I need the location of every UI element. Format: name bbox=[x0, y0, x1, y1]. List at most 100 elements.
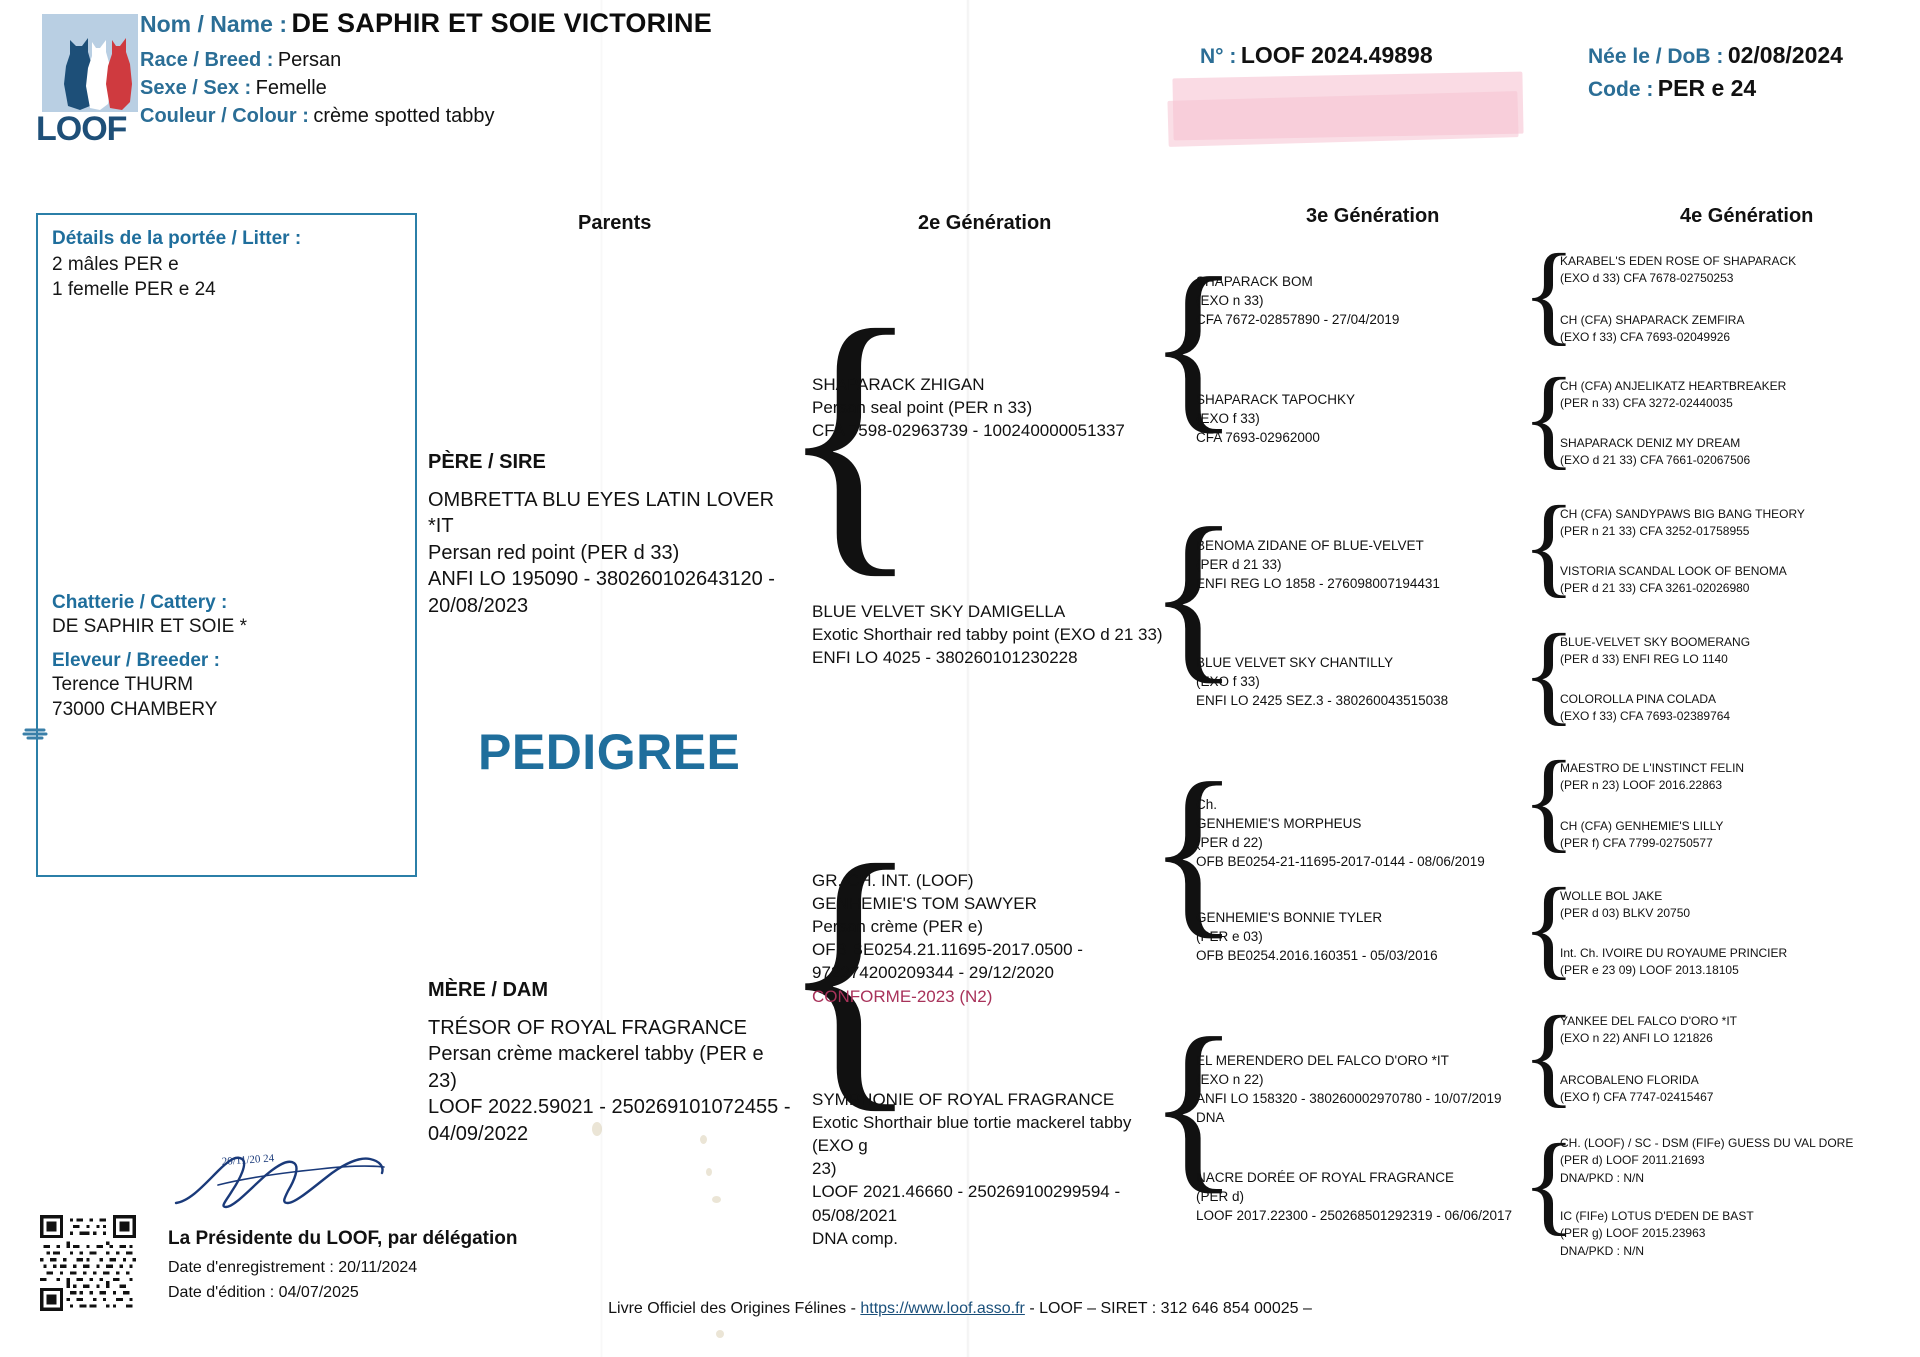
registration-number: N° : LOOF 2024.49898 bbox=[1200, 42, 1433, 69]
legal-prefix: Livre Officiel des Origines Félines - bbox=[608, 1300, 861, 1317]
gen3-node-3: BENOMA ZIDANE OF BLUE-VELVET (PER d 21 3… bbox=[1196, 536, 1526, 593]
gen3-1-code: (EXO n 33) bbox=[1196, 293, 1264, 309]
gen4-16-name: IC (FIFe) LOTUS D'EDEN DE BAST bbox=[1560, 1209, 1754, 1223]
pedigree-title: PEDIGREE bbox=[478, 724, 741, 780]
brace-dam-to-gen2: { bbox=[778, 804, 922, 1136]
gen4-12-registration: (PER e 23 09) LOOF 2013.18105 bbox=[1560, 963, 1739, 978]
gen2-node-4: SYMPHONIE OF ROYAL FRAGRANCE Exotic Shor… bbox=[812, 1088, 1142, 1250]
gen2-4-registration: LOOF 2021.46660 - 250269100299594 - bbox=[812, 1182, 1121, 1202]
brace-gen3-4-to-gen4: { bbox=[1522, 612, 1576, 736]
breed-label: Race / Breed : bbox=[140, 49, 274, 71]
gen2-1-colour: Persan seal point (PER n 33) bbox=[812, 398, 1033, 418]
gen3-node-2: SHAPARACK TAPOCHKY (EXO f 33) CFA 7693-0… bbox=[1196, 390, 1516, 447]
gen4-12-name: Int. Ch. IVOIRE DU ROYAUME PRINCIER bbox=[1560, 946, 1788, 960]
gen3-2-code: (EXO f 33) bbox=[1196, 411, 1260, 427]
dob-row: Née le / DoB : 02/08/2024 bbox=[1588, 42, 1843, 69]
brace-gen3-2-to-gen4: { bbox=[1522, 356, 1576, 480]
gen4-15-name: CH. (LOOF) / SC - DSM (FIFe) GUESS DU VA… bbox=[1560, 1136, 1854, 1150]
scan-smudge-5 bbox=[716, 1330, 724, 1338]
brace-gen2-b-to-gen3: { bbox=[1148, 490, 1240, 700]
gen4-5-name: CH (CFA) SANDYPAWS BIG BANG THEORY bbox=[1560, 507, 1805, 521]
colour-row: Couleur / Colour : crème spotted tabby bbox=[140, 105, 780, 128]
scan-smudge-3 bbox=[706, 1168, 712, 1176]
gen3-1-name: SHAPARACK BOM bbox=[1196, 274, 1313, 289]
column-header-parents: Parents bbox=[578, 212, 652, 234]
sex-label: Sexe / Sex : bbox=[140, 77, 252, 99]
gen2-2-registration: ENFI LO 4025 - 380260101230228 bbox=[812, 648, 1078, 668]
gen2-4-colour-2: 23) bbox=[812, 1159, 837, 1179]
header-identity: Nom / Name : DE SAPHIR ET SOIE VICTORINE… bbox=[140, 8, 780, 133]
gen4-13-registration: (EXO n 22) ANFI LO 121826 bbox=[1560, 1031, 1713, 1046]
brace-gen2-d-to-gen3: { bbox=[1148, 1000, 1240, 1210]
brace-gen3-3-to-gen4: { bbox=[1522, 484, 1576, 608]
gen3-6-name: GENHEMIE'S BONNIE TYLER bbox=[1196, 910, 1383, 925]
gen2-4-name: SYMPHONIE OF ROYAL FRAGRANCE bbox=[812, 1090, 1115, 1109]
gen4-node-7: BLUE-VELVET SKY BOOMERANG (PER d 33) ENF… bbox=[1560, 634, 1915, 669]
dam-name: TRÉSOR OF ROYAL FRAGRANCE bbox=[428, 1016, 747, 1039]
gen4-10-registration: (PER f) CFA 7799-02750577 bbox=[1560, 836, 1713, 851]
gen3-5-title: Ch. bbox=[1196, 797, 1218, 812]
gen2-4-colour: Exotic Shorthair blue tortie mackerel ta… bbox=[812, 1113, 1132, 1156]
column-header-gen4: 4e Génération bbox=[1680, 205, 1814, 227]
gen4-node-1: KARABEL'S EDEN ROSE OF SHAPARACK (EXO d … bbox=[1560, 253, 1915, 288]
gen3-7-name: EL MERENDERO DEL FALCO D'ORO *IT bbox=[1196, 1053, 1449, 1068]
litter-cattery-box bbox=[36, 213, 417, 877]
dob-value: 02/08/2024 bbox=[1727, 42, 1843, 68]
paperclip-icon bbox=[22, 728, 48, 740]
breed-row: Race / Breed : Persan bbox=[140, 49, 780, 72]
gen4-node-11: WOLLE BOL JAKE (PER d 03) BLKV 20750 bbox=[1560, 888, 1915, 923]
code-label: Code : bbox=[1588, 78, 1654, 101]
column-header-gen2: 2e Génération bbox=[918, 212, 1052, 234]
breeder-name: Terence THURM bbox=[52, 674, 194, 696]
gen3-2-name: SHAPARACK TAPOCHKY bbox=[1196, 392, 1356, 407]
gen4-6-name: VISTORIA SCANDAL LOOK OF BENOMA bbox=[1560, 564, 1787, 578]
gen4-node-5: CH (CFA) SANDYPAWS BIG BANG THEORY (PER … bbox=[1560, 506, 1920, 541]
number-value: LOOF 2024.49898 bbox=[1240, 42, 1433, 68]
gen4-node-13: YANKEE DEL FALCO D'ORO *IT (EXO n 22) AN… bbox=[1560, 1013, 1915, 1048]
gen4-4-registration: (EXO d 21 33) CFA 7661-02067506 bbox=[1560, 453, 1751, 468]
gen3-5-code: (PER d 22) bbox=[1196, 835, 1263, 851]
gen4-14-name: ARCOBALENO FLORIDA bbox=[1560, 1073, 1699, 1087]
sire-heading: PÈRE / SIRE bbox=[428, 451, 546, 473]
number-label: N° : bbox=[1200, 45, 1237, 68]
gen4-11-name: WOLLE BOL JAKE bbox=[1560, 889, 1663, 903]
gen2-4-dna-note: DNA comp. bbox=[812, 1228, 898, 1248]
gen4-node-6: VISTORIA SCANDAL LOOK OF BENOMA (PER d 2… bbox=[1560, 563, 1920, 598]
gen3-8-registration: LOOF 2017.22300 - 250268501292319 - 06/0… bbox=[1196, 1208, 1513, 1224]
litter-line-males: 2 mâles PER e bbox=[52, 254, 179, 275]
sire-date: 20/08/2023 bbox=[428, 594, 529, 617]
gen4-6-registration: (PER d 21 33) CFA 3261-02026980 bbox=[1560, 581, 1750, 596]
gen4-node-14: ARCOBALENO FLORIDA (EXO f) CFA 7747-0241… bbox=[1560, 1072, 1915, 1107]
gen4-node-9: MAESTRO DE L'INSTINCT FELIN (PER n 23) L… bbox=[1560, 760, 1915, 795]
breeder-city: 73000 CHAMBERY bbox=[52, 699, 218, 721]
gen4-11-registration: (PER d 03) BLKV 20750 bbox=[1560, 906, 1691, 921]
gen2-3-title: GR. CH. INT. (LOOF) bbox=[812, 871, 974, 890]
gen4-16-dna-note: DNA/PKD : N/N bbox=[1560, 1243, 1645, 1258]
gen3-4-registration: ENFI LO 2425 SEZ.3 - 380260043515038 bbox=[1196, 693, 1449, 709]
sex-value: Femelle bbox=[255, 77, 327, 99]
gen4-15-registration: (PER d) LOOF 2011.21693 bbox=[1560, 1153, 1705, 1168]
name-label: Nom / Name : bbox=[140, 11, 287, 37]
gen2-3-colour: Persan crème (PER e) bbox=[812, 917, 983, 937]
scan-seam-secondary bbox=[600, 0, 603, 1357]
sire-registration: ANFI LO 195090 - 380260102643120 - bbox=[428, 568, 775, 591]
registration-date: Date d'enregistrement : 20/11/2024 bbox=[168, 1259, 418, 1276]
gen3-node-5: Ch. GENHEMIE'S MORPHEUS (PER d 22) OFB B… bbox=[1196, 795, 1536, 872]
colour-value: crème spotted tabby bbox=[313, 105, 495, 127]
brace-gen2-a-to-gen3: { bbox=[1148, 240, 1240, 450]
gen4-10-name: CH (CFA) GENHEMIE'S LILLY bbox=[1560, 819, 1724, 833]
gen4-3-registration: (PER n 33) CFA 3272-02440035 bbox=[1560, 396, 1733, 411]
gen2-2-colour: Exotic Shorthair red tabby point (EXO d … bbox=[812, 625, 1163, 645]
gen3-node-6: GENHEMIE'S BONNIE TYLER (PER e 03) OFB B… bbox=[1196, 908, 1526, 965]
gen4-node-16: IC (FIFe) LOTUS D'EDEN DE BAST (PER g) L… bbox=[1560, 1208, 1920, 1260]
gen3-7-registration: ANFI LO 158320 - 380260002970780 - 10/07… bbox=[1196, 1091, 1502, 1107]
loof-website-link[interactable]: https://www.loof.asso.fr bbox=[860, 1300, 1025, 1317]
gen4-2-registration: (EXO f 33) CFA 7693-02049926 bbox=[1560, 330, 1731, 345]
gen4-7-registration: (PER d 33) ENFI REG LO 1140 bbox=[1560, 652, 1728, 667]
dob-code-block: Née le / DoB : 02/08/2024 Code : PER e 2… bbox=[1588, 42, 1843, 102]
litter-details: Détails de la portée / Litter : 2 mâles … bbox=[52, 228, 402, 302]
gen3-5-name: GENHEMIE'S MORPHEUS bbox=[1196, 816, 1362, 832]
gen3-3-registration: ENFI REG LO 1858 - 276098007194431 bbox=[1196, 576, 1440, 592]
cattery-label: Chatterie / Cattery : bbox=[52, 592, 228, 613]
dam-date: 04/09/2022 bbox=[428, 1122, 529, 1145]
